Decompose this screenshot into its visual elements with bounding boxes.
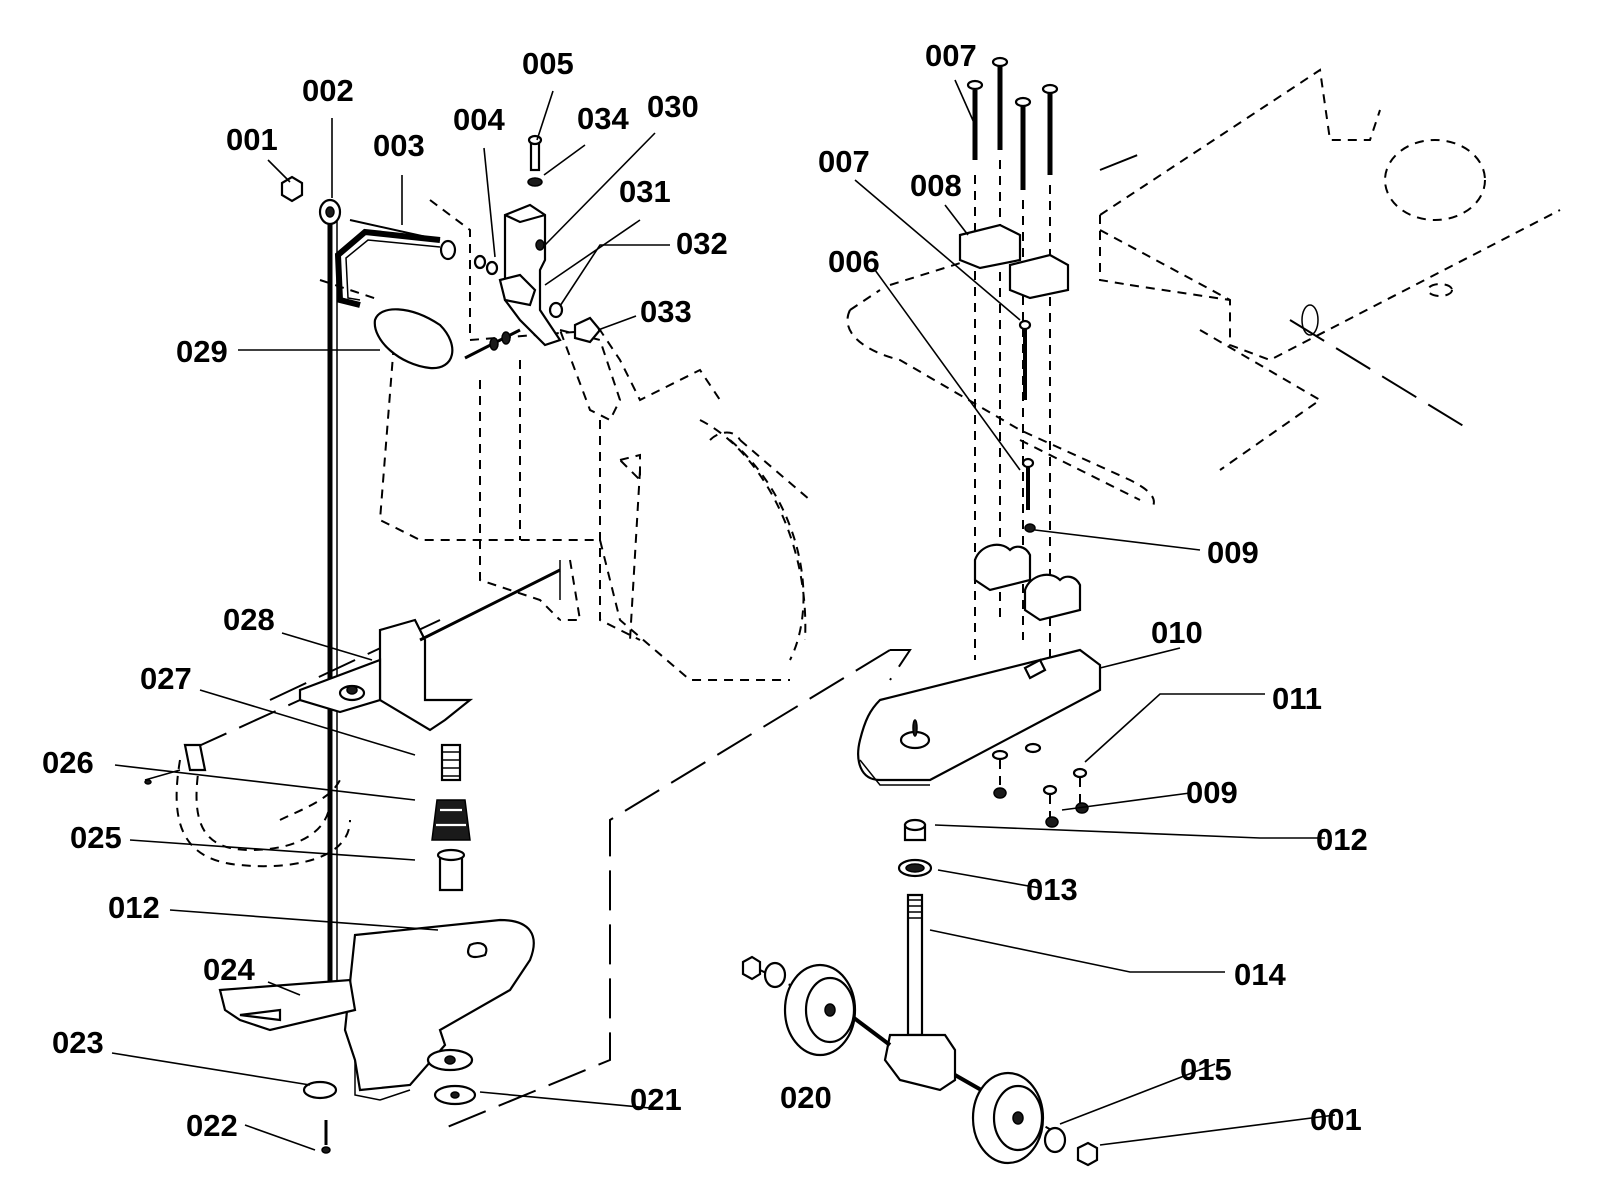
callout-014: 014 (1234, 957, 1286, 992)
callout-002: 002 (302, 73, 354, 108)
pivot-base-plate (218, 918, 535, 1154)
callout-009-upper: 009 (1207, 535, 1259, 570)
callout-027: 027 (140, 661, 192, 696)
callout-001-right: 001 (1310, 1102, 1362, 1137)
callout-labels: 001 002 003 004 005 034 030 031 032 033 … (42, 38, 1368, 1143)
cable-loop (144, 743, 351, 868)
callout-031: 031 (619, 174, 671, 209)
callout-030: 030 (647, 89, 699, 124)
assembly-guide-lines (189, 619, 912, 1131)
leader-lines (111, 79, 1336, 1151)
callout-007-top: 007 (925, 38, 977, 73)
callout-010: 010 (1151, 615, 1203, 650)
callout-029: 029 (176, 334, 228, 369)
callout-012-right: 012 (1316, 822, 1368, 857)
callout-033: 033 (640, 294, 692, 329)
callout-003: 003 (373, 128, 425, 163)
callout-026: 026 (42, 745, 94, 780)
callout-004: 004 (453, 102, 505, 137)
callout-034: 034 (577, 101, 629, 136)
callout-025: 025 (70, 820, 122, 855)
caster-assembly (741, 56, 1102, 1167)
callout-023: 023 (52, 1025, 104, 1060)
callout-013: 013 (1026, 872, 1078, 907)
callout-009-lower: 009 (1186, 775, 1238, 810)
callout-008: 008 (910, 168, 962, 203)
callout-020: 020 (780, 1080, 832, 1115)
callout-001-left: 001 (226, 122, 278, 157)
callout-024: 024 (203, 952, 255, 987)
callout-032: 032 (676, 226, 728, 261)
callout-028: 028 (223, 602, 275, 637)
nuts-011 (991, 742, 1089, 828)
chassis-outline-left (319, 199, 811, 681)
callout-011: 011 (1272, 681, 1322, 716)
callout-022: 022 (186, 1108, 238, 1143)
shift-lever-assembly (280, 134, 602, 1010)
chassis-outline-right (846, 68, 1561, 511)
callout-021: 021 (630, 1082, 682, 1117)
callout-015: 015 (1180, 1052, 1232, 1087)
plate-bracket (298, 568, 561, 732)
callout-012-left: 012 (108, 890, 160, 925)
callout-007-mid: 007 (818, 144, 870, 179)
callout-005: 005 (522, 46, 574, 81)
callout-006: 006 (828, 244, 880, 279)
bolts-007 (966, 56, 1059, 190)
spring-stack (431, 743, 471, 944)
